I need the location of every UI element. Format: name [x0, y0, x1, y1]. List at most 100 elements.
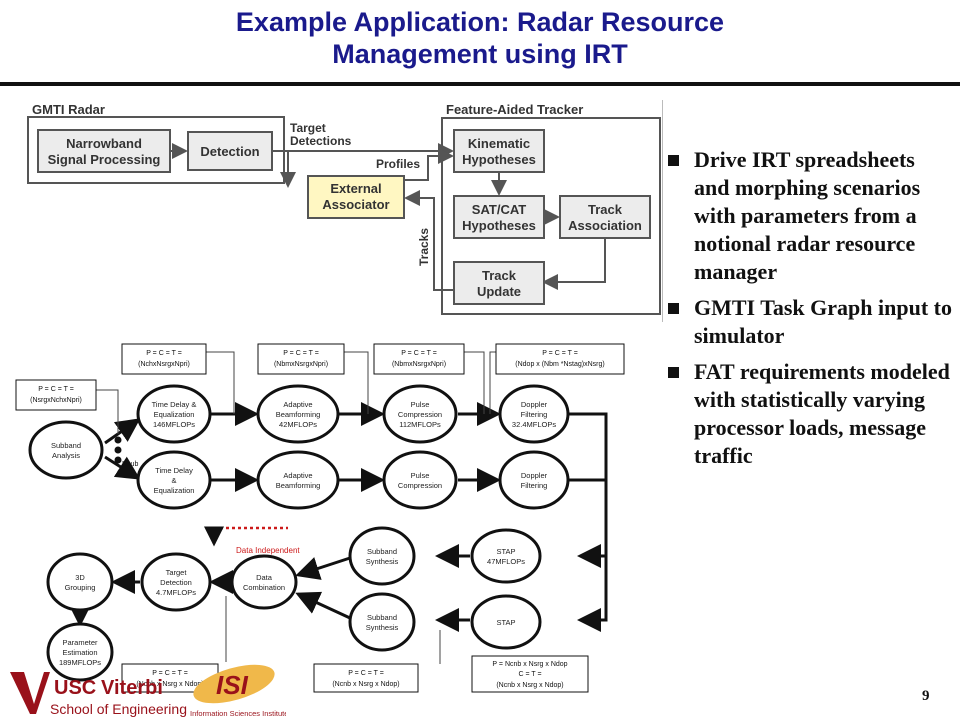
detection-box: Detection	[187, 131, 273, 171]
svg-text:Estimation: Estimation	[62, 648, 97, 657]
svg-text:Synthesis: Synthesis	[366, 557, 399, 566]
svg-text:32.4MFLOPs: 32.4MFLOPs	[512, 420, 556, 429]
svg-text:ISI: ISI	[216, 670, 249, 700]
bullet-square-icon	[668, 367, 679, 378]
svg-text:Pulse: Pulse	[411, 400, 430, 409]
svg-text:P = C = T =: P = C = T =	[152, 670, 188, 677]
svg-text:(NbmxNsrgxNpri): (NbmxNsrgxNpri)	[274, 361, 328, 368]
diagram-frame-divider	[662, 100, 663, 322]
svg-text:Subband: Subband	[367, 613, 397, 622]
svg-text:SAT/CAT: SAT/CAT	[472, 202, 526, 217]
bullet-square-icon	[668, 303, 679, 314]
svg-text:P = C = T =: P = C = T =	[348, 670, 384, 677]
node-parameter-estimation	[46, 622, 114, 682]
node-subband-analysis	[28, 420, 104, 480]
svg-text:Adaptive: Adaptive	[283, 471, 312, 480]
svg-text:Time Delay &: Time Delay &	[152, 400, 197, 409]
usc-viterbi-logo: USC Viterbi School of Engineering	[10, 672, 187, 717]
svg-text:Compression: Compression	[398, 481, 442, 490]
gmti-task-graph: Nsub Data Independent P = C = T = (Nsrgx…	[15, 343, 625, 693]
svg-text:3D: 3D	[75, 573, 85, 582]
param-box-pulse-compression: P = C = T = (NbmxNsrgxNpri)	[373, 343, 465, 375]
svg-text:Subband: Subband	[51, 441, 81, 450]
svg-text:Synthesis: Synthesis	[366, 623, 399, 632]
node-data-combination	[230, 554, 298, 610]
slide-title-line-1: Example Application: Radar Resource	[235, 7, 725, 37]
narrowband-signal-processing-box: Narrowband Signal Processing	[37, 129, 171, 173]
svg-text:Narrowband: Narrowband	[66, 136, 142, 151]
node-3d-grouping	[46, 552, 114, 612]
svg-text:Detections: Detections	[290, 134, 352, 148]
svg-text:(Ndop x (Nbm *Nstag)xNsrg): (Ndop x (Nbm *Nstag)xNsrg)	[515, 361, 604, 368]
svg-text:Combination: Combination	[243, 583, 285, 592]
kinematic-hypotheses-box: Kinematic Hypotheses	[453, 129, 545, 173]
svg-text:School of Engineering: School of Engineering	[50, 701, 187, 717]
svg-text:(Ncnb x Nsrg x Ndop): (Ncnb x Nsrg x Ndop)	[496, 682, 563, 689]
svg-text:Signal Processing: Signal Processing	[48, 152, 161, 167]
svg-text:STAP: STAP	[496, 547, 515, 556]
svg-text:External: External	[330, 181, 381, 196]
feature-aided-tracker-label: Feature-Aided Tracker	[446, 102, 583, 117]
svg-text:Subband: Subband	[367, 547, 397, 556]
svg-text:P = C = T =: P = C = T =	[283, 350, 319, 357]
svg-text:Parameter: Parameter	[62, 638, 98, 647]
svg-text:STAP: STAP	[496, 618, 515, 627]
svg-text:Time Delay: Time Delay	[155, 466, 193, 475]
title-divider	[0, 82, 960, 86]
svg-text:Filtering: Filtering	[521, 481, 548, 490]
slide-title: Example Application: Radar Resource Mana…	[0, 6, 960, 70]
svg-text:Data: Data	[256, 573, 273, 582]
svg-text:(NchxNsrgxNpri): (NchxNsrgxNpri)	[138, 361, 190, 368]
nsub-label: Nsub	[122, 461, 138, 468]
svg-text:189MFLOPs: 189MFLOPs	[59, 658, 101, 667]
param-box-time-delay: P = C = T = (NchxNsrgxNpri)	[121, 343, 207, 375]
svg-text:Association: Association	[568, 218, 642, 233]
param-box-stap: P = Ncnb x Nsrg x Ndop C = T = (Ncnb x N…	[471, 655, 589, 693]
track-update-box: Track Update	[453, 261, 545, 305]
slide-title-line-2: Management using IRT	[332, 39, 628, 69]
svg-text:(Ncnb x Nsrg x Ndop): (Ncnb x Nsrg x Ndop)	[136, 681, 203, 688]
svg-text:Grouping: Grouping	[65, 583, 96, 592]
node-doppler-filtering-1	[498, 384, 570, 444]
svg-text:146MFLOPs: 146MFLOPs	[153, 420, 195, 429]
page-number: 9	[922, 688, 930, 704]
svg-text:&: &	[171, 476, 176, 485]
radar-system-diagram: GMTI Radar Feature-Aided Tracker Narrowb…	[27, 102, 661, 315]
svg-text:Beamforming: Beamforming	[276, 481, 321, 490]
external-associator-box: External Associator	[307, 175, 405, 219]
svg-text:Adaptive: Adaptive	[283, 400, 312, 409]
target-detections-label: Target	[290, 121, 326, 135]
bullet-item: GMTI Task Graph input to simulator	[668, 294, 954, 350]
node-doppler-filtering-2	[498, 450, 570, 510]
node-subband-synthesis-2	[348, 592, 416, 652]
svg-text:Hypotheses: Hypotheses	[462, 152, 536, 167]
svg-text:(NsrgxNchxNpri): (NsrgxNchxNpri)	[30, 397, 82, 404]
node-pulse-compression-1	[382, 384, 458, 444]
svg-text:C = T =: C = T =	[518, 671, 541, 678]
svg-text:Viterbi: Viterbi	[101, 677, 163, 699]
svg-text:Equalization: Equalization	[154, 410, 195, 419]
svg-text:Doppler: Doppler	[521, 400, 548, 409]
svg-text:Target: Target	[166, 568, 188, 577]
track-association-box: Track Association	[559, 195, 651, 239]
tracks-label: Tracks	[417, 228, 431, 266]
svg-text:P = C = T =: P = C = T =	[38, 386, 74, 393]
svg-text:42MFLOPs: 42MFLOPs	[279, 420, 317, 429]
svg-text:P = C = T =: P = C = T =	[542, 350, 578, 357]
svg-text:P = Ncnb x Nsrg x Ndop: P = Ncnb x Nsrg x Ndop	[492, 661, 567, 668]
svg-text:P = C = T =: P = C = T =	[146, 350, 182, 357]
svg-text:Track: Track	[482, 268, 517, 283]
isi-logo: ISI Information Sciences Institute	[190, 664, 286, 718]
svg-text:Kinematic: Kinematic	[468, 136, 530, 151]
svg-text:Pulse: Pulse	[411, 471, 430, 480]
svg-text:(NbmxNsrgxNpri): (NbmxNsrgxNpri)	[392, 361, 446, 368]
feature-aided-tracker-group	[441, 117, 661, 315]
svg-text:Update: Update	[477, 284, 521, 299]
svg-text:Hypotheses: Hypotheses	[462, 218, 536, 233]
svg-text:Equalization: Equalization	[154, 486, 195, 495]
node-adaptive-beamforming-2	[256, 450, 340, 510]
svg-text:112MFLOPs: 112MFLOPs	[399, 420, 441, 429]
svg-text:USC: USC	[54, 677, 96, 699]
svg-text:Beamforming: Beamforming	[276, 410, 321, 419]
svg-text:Detection: Detection	[160, 578, 192, 587]
